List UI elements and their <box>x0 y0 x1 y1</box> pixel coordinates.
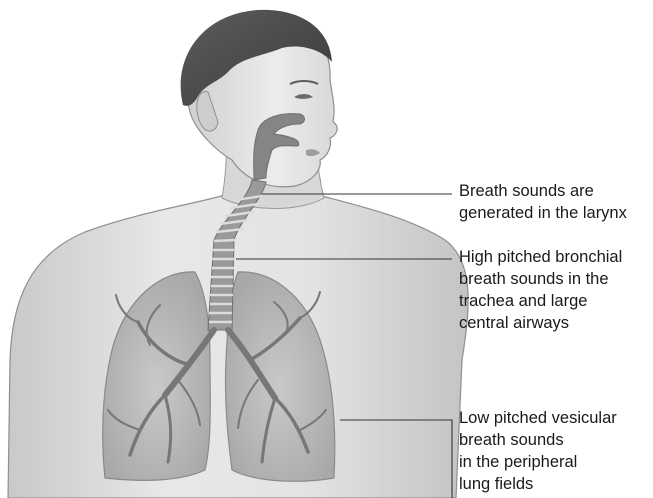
label-bronchial: High pitched bronchial breath sounds in … <box>459 246 622 334</box>
label-vesicular: Low pitched vesicular breath sounds in t… <box>459 407 617 495</box>
label-bronchial-line-1: High pitched bronchial <box>459 246 622 268</box>
label-vesicular-line-2: breath sounds <box>459 429 617 451</box>
label-larynx: Breath sounds are generated in the laryn… <box>459 180 627 224</box>
label-bronchial-line-2: breath sounds in the <box>459 268 622 290</box>
label-bronchial-line-4: central airways <box>459 312 622 334</box>
label-bronchial-line-3: trachea and large <box>459 290 622 312</box>
label-larynx-line-1: Breath sounds are <box>459 180 627 202</box>
label-vesicular-line-3: in the peripheral <box>459 451 617 473</box>
label-larynx-line-2: generated in the larynx <box>459 202 627 224</box>
label-vesicular-line-1: Low pitched vesicular <box>459 407 617 429</box>
label-vesicular-line-4: lung fields <box>459 473 617 495</box>
